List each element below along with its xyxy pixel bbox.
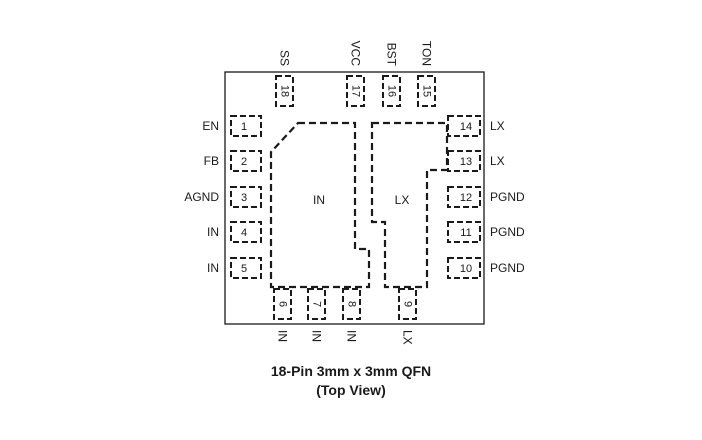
pin-14: 14 LX — [447, 115, 505, 137]
pin-label: IN — [310, 330, 324, 342]
pin-label: BST — [385, 43, 399, 67]
pin-label: PGND — [490, 225, 525, 239]
pin-15: 15 TON — [417, 41, 436, 107]
pin-pad — [447, 186, 481, 208]
pin-pad — [273, 288, 292, 320]
pin-label: LX — [490, 154, 505, 168]
bottom-pins: 6 IN 7 IN 8 IN 9 LX — [273, 288, 417, 345]
pin-number: 1 — [241, 121, 247, 133]
pin-label: LX — [490, 119, 505, 133]
pin-number: 2 — [241, 156, 247, 168]
pin-3: 3 AGND — [184, 186, 262, 208]
pin-18: 18 SS — [275, 50, 294, 107]
pin-label: LX — [401, 330, 415, 345]
pin-number: 15 — [421, 85, 433, 97]
pin-number: 13 — [460, 156, 472, 168]
pin-7: 7 IN — [307, 288, 326, 342]
pin-pad — [307, 288, 326, 320]
pin-label: TON — [420, 41, 434, 66]
caption-title: 18-Pin 3mm x 3mm QFN — [270, 363, 432, 379]
right-pins: 14 LX 13 LX 12 PGND 11 PGND 10 PGND — [447, 115, 525, 279]
pin-pad — [447, 221, 481, 243]
pin-number: 16 — [386, 85, 398, 97]
pin-pad — [346, 75, 365, 107]
pin-12: 12 PGND — [447, 186, 525, 208]
pin-pad — [398, 288, 417, 320]
pin-9: 9 LX — [398, 288, 417, 345]
pin-1: 1 EN — [202, 115, 262, 137]
pin-number: 12 — [460, 192, 472, 204]
pin-13: 13 LX — [447, 150, 505, 172]
package-outline — [224, 71, 485, 325]
pin-number: 17 — [350, 85, 362, 97]
pin-pad — [417, 75, 436, 107]
pin-label: VCC — [349, 41, 363, 67]
pin-pad — [382, 75, 401, 107]
pin-8: 8 IN — [342, 288, 361, 342]
pin-label: IN — [207, 261, 219, 275]
pin-11: 11 PGND — [447, 221, 525, 243]
pin-pad — [342, 288, 361, 320]
pin-pad — [230, 186, 262, 208]
pin-pad — [230, 257, 262, 279]
pin-2: 2 FB — [204, 150, 262, 172]
pin-label: IN — [276, 330, 290, 342]
pin-number: 18 — [279, 85, 291, 97]
pin-5: 5 IN — [207, 257, 262, 279]
pin-label: FB — [204, 154, 219, 168]
pin-label: EN — [202, 119, 219, 133]
pin-number: 14 — [460, 121, 472, 133]
pin-number: 10 — [460, 263, 472, 275]
pin-10: 10 PGND — [447, 257, 525, 279]
pin-label: PGND — [490, 261, 525, 275]
pin-17: 17 VCC — [346, 41, 365, 107]
pin-16: 16 BST — [382, 43, 401, 107]
pin-number: 9 — [402, 301, 414, 307]
pin-pad — [230, 221, 262, 243]
pin-label: AGND — [184, 190, 219, 204]
pin-label: IN — [345, 330, 359, 342]
pin-label: PGND — [490, 190, 525, 204]
pin-6: 6 IN — [273, 288, 292, 342]
pin-number: 11 — [460, 227, 471, 239]
pin-pad — [447, 150, 481, 172]
pin-pad — [447, 257, 481, 279]
pin-pad — [447, 115, 481, 137]
exposed-pad-lx — [370, 121, 449, 289]
left-pins: 1 EN 2 FB 3 AGND 4 IN 5 IN — [184, 115, 262, 279]
pin-number: 6 — [277, 301, 289, 307]
pin-number: 4 — [241, 227, 247, 239]
exposed-pad-in — [269, 121, 371, 289]
pad-label-lx: LX — [395, 193, 410, 207]
pin-number: 5 — [241, 263, 247, 275]
pin-label: SS — [278, 50, 292, 66]
pin-pad — [230, 115, 262, 137]
top-pins: 18 SS 17 VCC 16 BST 15 TON — [275, 41, 436, 107]
caption-subtitle: (Top View) — [316, 382, 386, 398]
pin-label: IN — [207, 225, 219, 239]
pin-pad — [275, 75, 294, 107]
pin-4: 4 IN — [207, 221, 262, 243]
pin-number: 7 — [311, 301, 323, 307]
pin-number: 3 — [241, 192, 247, 204]
pad-label-in: IN — [313, 193, 325, 207]
pin-pad — [230, 150, 262, 172]
pin-number: 8 — [346, 301, 358, 307]
